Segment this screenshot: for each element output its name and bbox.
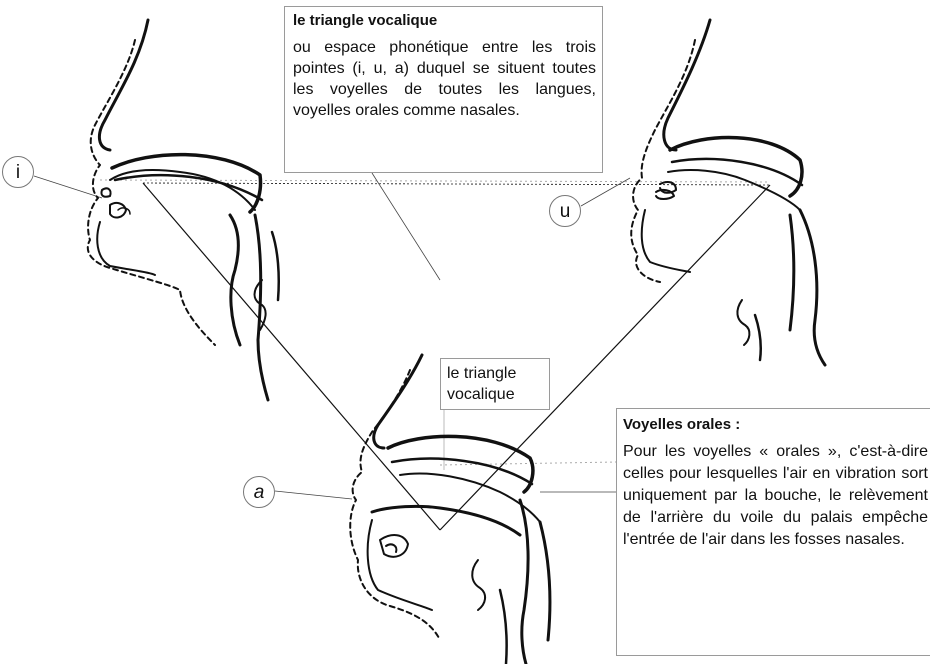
triangle-vocalique-box: le triangle vocalique ou espace phonétiq… — [284, 6, 603, 173]
leader-triangle-box — [372, 173, 440, 280]
triangle-edge-i-a — [143, 183, 440, 530]
triangle-box-title: le triangle vocalique — [293, 11, 596, 31]
leader-vowel-u — [581, 178, 630, 206]
voyelles-orales-box: Voyelles orales : Pour les voyelles « or… — [616, 408, 930, 656]
leader-vowel-i — [34, 176, 102, 198]
leader-vowel-a — [275, 491, 352, 499]
vowel-label-a: a — [243, 476, 275, 508]
vowel-label-i: i — [2, 156, 34, 188]
triangle-edge-i-u — [143, 183, 770, 185]
head-profile-i-icon — [88, 20, 279, 400]
small-triangle-label: le triangle vocalique — [440, 358, 550, 410]
triangle-box-text: ou espace phonétique entre les trois poi… — [293, 37, 596, 121]
orales-box-text: Pour les voyelles « orales », c'est-à-di… — [623, 441, 928, 551]
head-profile-u-icon — [631, 20, 825, 365]
small-label-text: le triangle vocalique — [447, 363, 543, 405]
orales-box-title: Voyelles orales : — [623, 415, 928, 435]
vowel-label-u: u — [549, 195, 581, 227]
